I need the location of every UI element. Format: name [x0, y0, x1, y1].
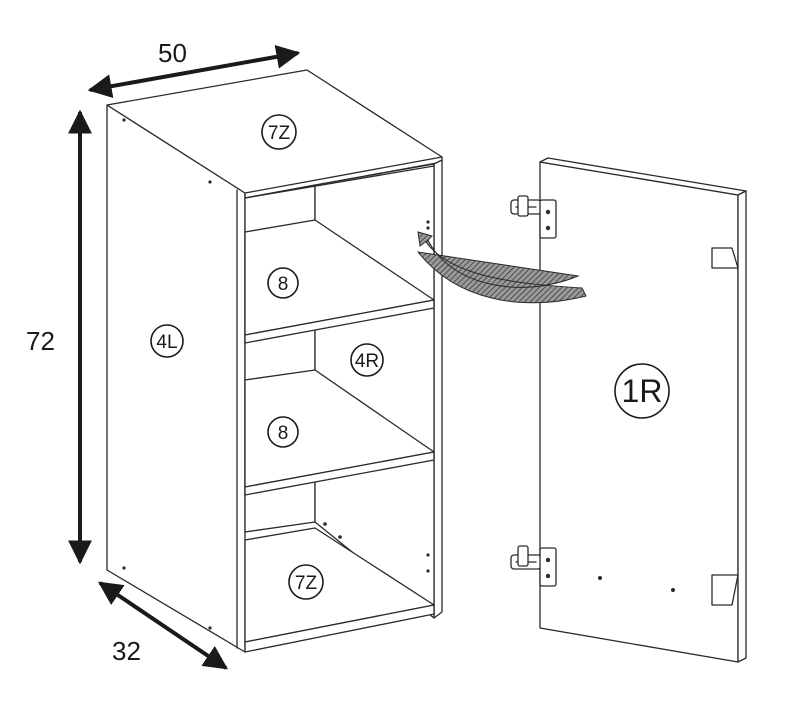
part-label-left-side: 4L: [150, 324, 184, 358]
dimension-height: 72: [26, 109, 92, 565]
part-label-shelf-upper: 8: [267, 267, 299, 299]
part-label-shelf-lower-text: 8: [278, 423, 289, 444]
part-label-right-side: 4R: [350, 343, 384, 377]
door-handle-icon: [711, 247, 739, 269]
door-handle-icon: [711, 574, 739, 606]
part-label-top-text: 7Z: [268, 123, 291, 144]
part-label-bottom: 7Z: [288, 564, 324, 600]
dimension-depth-label: 32: [112, 636, 141, 666]
part-label-door: 1R: [614, 363, 670, 419]
part-label-left-side-text: 4L: [156, 332, 177, 353]
side-panel-left: [106, 104, 246, 653]
cabinet-body: [106, 69, 443, 653]
curved-arrow-icon: [416, 231, 587, 304]
part-label-door-text: 1R: [622, 373, 663, 409]
hinge-icon: [510, 545, 557, 587]
dimension-width-label: 50: [158, 38, 187, 68]
part-label-shelf-upper-text: 8: [278, 274, 289, 295]
hinge-icon: [510, 195, 557, 239]
side-panel-right-edge: [433, 159, 443, 619]
part-label-right-side-text: 4R: [355, 351, 379, 372]
part-label-shelf-lower: 8: [267, 416, 299, 448]
door: [539, 157, 747, 663]
door-panel: [539, 161, 739, 663]
dimension-width: 50: [87, 38, 301, 99]
part-label-bottom-text: 7Z: [295, 573, 318, 594]
dimension-depth: 32: [98, 581, 228, 670]
part-label-top: 7Z: [261, 114, 297, 150]
dimension-height-label: 72: [26, 326, 55, 356]
